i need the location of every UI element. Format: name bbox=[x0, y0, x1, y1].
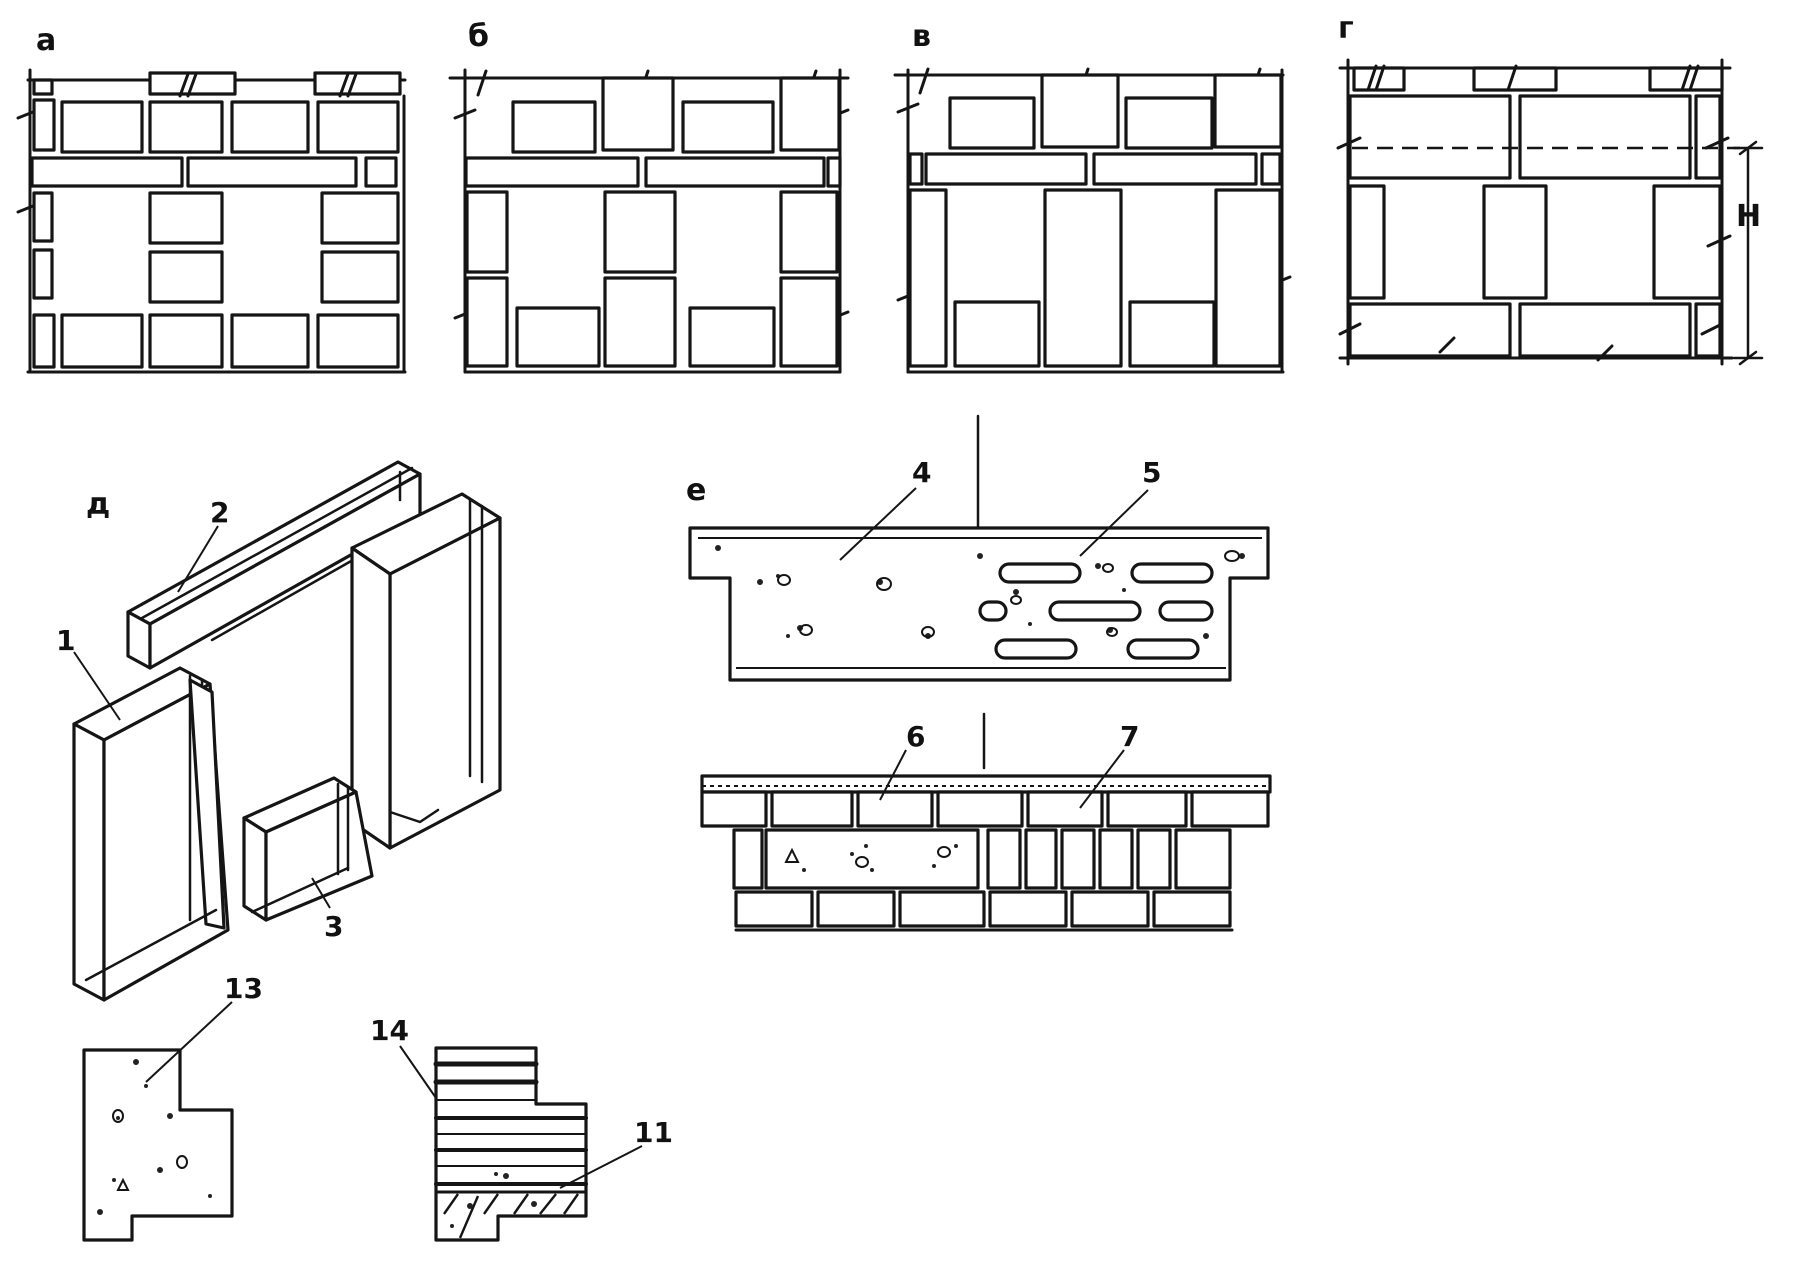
section-13: 13 bbox=[82, 972, 263, 1242]
panel-v: в bbox=[893, 19, 1292, 374]
callout-4: 4 bbox=[912, 456, 931, 489]
callout-7: 7 bbox=[1120, 720, 1139, 753]
panel-a: а bbox=[16, 23, 407, 374]
panel-b: б bbox=[448, 19, 850, 374]
panel-label-b: б bbox=[468, 19, 489, 54]
block-3 bbox=[242, 776, 374, 922]
panel-g: г Н bbox=[1336, 11, 1764, 366]
callout-11: 11 bbox=[634, 1116, 673, 1149]
panel-label-d: д bbox=[86, 487, 110, 522]
callout-13: 13 bbox=[224, 972, 263, 1005]
section-upper: 4 5 bbox=[688, 456, 1270, 682]
callout-3: 3 bbox=[324, 910, 343, 943]
panel-label-a: а bbox=[36, 23, 56, 58]
panel-label-v: в bbox=[912, 19, 931, 54]
block-2 bbox=[126, 460, 422, 670]
panel-label-e: е bbox=[686, 473, 706, 508]
callout-5: 5 bbox=[1142, 456, 1161, 489]
section-lower: 6 7 bbox=[700, 720, 1272, 932]
callout-1: 1 bbox=[56, 624, 75, 657]
panel-label-g: г bbox=[1338, 11, 1354, 46]
block-1 bbox=[72, 666, 230, 1002]
dimension-label-h: Н bbox=[1736, 199, 1761, 234]
callout-14: 14 bbox=[370, 1014, 409, 1047]
section-14: 14 11 bbox=[370, 1014, 673, 1242]
block-tall-right bbox=[350, 492, 502, 850]
panel-d: д bbox=[56, 460, 502, 1002]
callout-2: 2 bbox=[210, 496, 229, 529]
panel-e: е bbox=[686, 414, 1272, 932]
callout-6: 6 bbox=[906, 720, 925, 753]
